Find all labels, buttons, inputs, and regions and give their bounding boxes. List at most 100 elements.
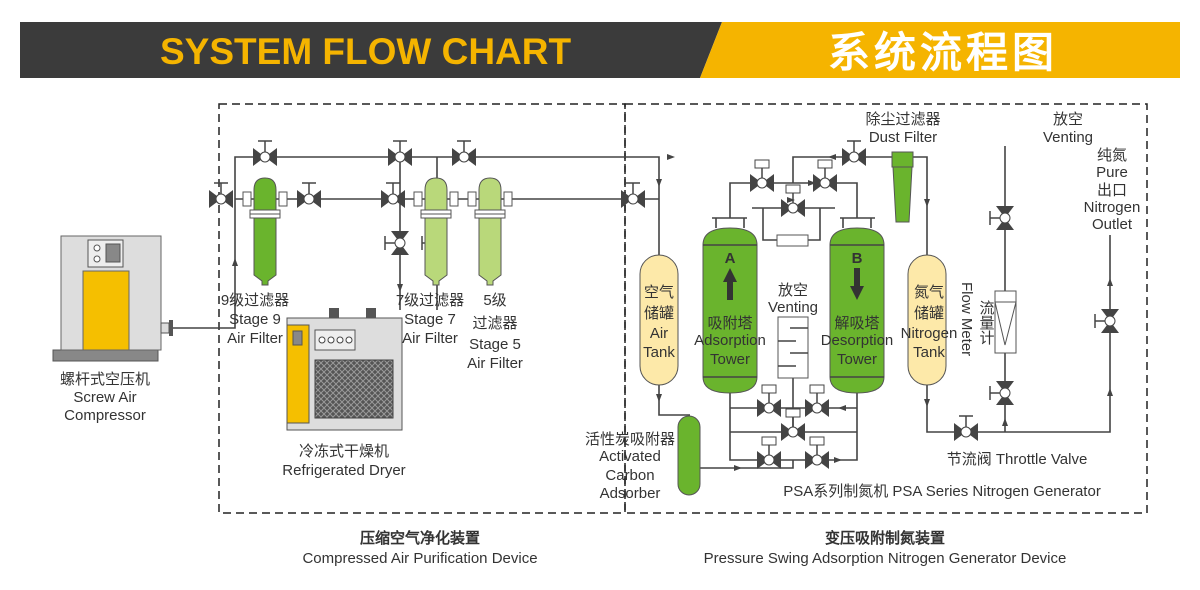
label-outlet-cn1: 纯氮 xyxy=(1097,147,1127,164)
pneumatic-valve-icon[interactable] xyxy=(781,408,805,441)
label-tower-a-cn: 吸附塔 xyxy=(707,315,752,332)
manual-valve-icon[interactable] xyxy=(452,140,476,166)
title-cn: 系统流程图 xyxy=(828,29,1058,76)
title-en: SYSTEM FLOW CHART xyxy=(160,31,571,72)
label-venting-mid-en: Venting xyxy=(768,299,818,316)
label-flow-meter-cn: 流量计 xyxy=(978,300,995,345)
nitrogen-tank xyxy=(907,254,947,386)
label-air-tank-cn1: 空气 xyxy=(644,284,674,301)
pneumatic-valve-icon[interactable] xyxy=(750,159,774,192)
label-tower-b-en2: Tower xyxy=(837,351,877,368)
label-compressor-en2: Compressor xyxy=(64,407,146,424)
manual-valve-icon[interactable] xyxy=(209,182,233,208)
manual-valve-icon[interactable] xyxy=(989,206,1014,230)
label-sections-left-cn: 压缩空气净化装置 xyxy=(360,529,480,547)
flow-arrow-icon xyxy=(787,197,795,203)
label-outlet-en3: Outlet xyxy=(1092,216,1133,233)
manual-valve-icon[interactable] xyxy=(954,415,978,441)
flow-arrow-icon xyxy=(828,154,836,160)
label-air-tank-en2: Tank xyxy=(643,344,675,361)
flow-arrow-icon xyxy=(667,154,675,160)
label-flow-meter-en: Flow Meter xyxy=(958,282,975,356)
header-dark-band xyxy=(20,22,722,78)
label-adsorber-en2: Carbon xyxy=(605,467,654,484)
label-tower-b-cn: 解吸塔 xyxy=(834,315,879,332)
label-filter9-en1: Stage 9 xyxy=(229,311,281,328)
refrigerated-dryer xyxy=(286,308,403,431)
air-filter-stage5 xyxy=(467,177,513,286)
pneumatic-valve-icon[interactable] xyxy=(757,384,781,417)
flow-meter xyxy=(994,290,1017,354)
manual-valve-icon[interactable] xyxy=(388,140,412,166)
flow-arrow-icon xyxy=(838,405,846,411)
label-compressor-en1: Screw Air xyxy=(73,389,136,406)
label-adsorber-cn: 活性炭吸附器 xyxy=(585,431,675,448)
label-throttle-label: 节流阀 Throttle Valve xyxy=(947,451,1088,468)
pneumatic-valve-icon[interactable] xyxy=(813,159,837,192)
label-tower-b-letter: B xyxy=(852,250,863,267)
header-accent-band xyxy=(700,22,1180,78)
manual-valve-icon[interactable] xyxy=(621,182,645,208)
label-air-tank-en1: Air xyxy=(650,325,668,342)
label-adsorber-en1: Activated xyxy=(599,448,661,465)
manual-valve-icon[interactable] xyxy=(1094,309,1119,333)
label-filter9-en2: Air Filter xyxy=(227,330,283,347)
label-tower-a-en1: Adsorption xyxy=(694,332,766,349)
flow-arrow-icon xyxy=(734,465,742,471)
label-outlet-en1: Pure xyxy=(1096,164,1128,181)
label-tower-a-en2: Tower xyxy=(710,351,750,368)
manual-valve-icon[interactable] xyxy=(384,231,409,255)
restrictor xyxy=(776,234,809,247)
flow-arrow-icon xyxy=(808,180,816,186)
label-sections-left-en: Compressed Air Purification Device xyxy=(302,550,537,567)
label-dryer-cn: 冷冻式干燥机 xyxy=(299,442,389,460)
label-tower-a-letter: A xyxy=(725,250,736,267)
label-outlet-en2: Nitrogen xyxy=(1084,199,1141,216)
flow-arrow-icon xyxy=(656,179,662,187)
label-dust-filter-cn: 除尘过滤器 xyxy=(865,111,940,128)
pneumatic-valve-icon[interactable] xyxy=(805,384,829,417)
manual-valve-icon[interactable] xyxy=(297,182,321,208)
label-filter7-en1: Stage 7 xyxy=(404,311,456,328)
label-dryer-en: Refrigerated Dryer xyxy=(282,462,405,479)
manual-valve-icon[interactable] xyxy=(253,140,277,166)
label-filter5-cn1: 5级 xyxy=(483,292,506,309)
flow-arrow-icon xyxy=(1107,388,1113,396)
label-sections-right-en: Pressure Swing Adsorption Nitrogen Gener… xyxy=(704,550,1067,567)
manual-valve-icon[interactable] xyxy=(381,182,405,208)
label-compressor-cn: 螺杆式空压机 xyxy=(60,371,150,388)
flow-arrow-icon xyxy=(1107,278,1113,286)
up-arrow-icon xyxy=(723,268,737,300)
pneumatic-valve-icon[interactable] xyxy=(805,436,829,469)
desorption-tower-b xyxy=(829,217,885,394)
adsorption-tower-a xyxy=(702,217,758,394)
flow-arrow-icon xyxy=(1002,418,1008,426)
down-arrow-icon xyxy=(850,268,864,300)
label-filter5-cn2: 过滤器 xyxy=(472,315,517,332)
manual-valve-icon[interactable] xyxy=(842,140,866,166)
air-filter-stage9 xyxy=(242,177,288,286)
label-filter9-cn: 9级过滤器 xyxy=(221,292,289,309)
label-sections-right-cn: 变压吸附制氮装置 xyxy=(825,529,945,547)
label-venting-top-en: Venting xyxy=(1043,129,1093,146)
activated-carbon-adsorber xyxy=(677,415,701,496)
label-filter5-en2: Air Filter xyxy=(467,355,523,372)
label-filter5-en1: Stage 5 xyxy=(469,336,521,353)
valves xyxy=(209,140,1119,469)
label-psa-label: PSA系列制氮机 PSA Series Nitrogen Generator xyxy=(783,483,1101,500)
label-filter7-cn: 7级过滤器 xyxy=(396,292,464,309)
pneumatic-valve-icon[interactable] xyxy=(757,436,781,469)
air-filters xyxy=(242,177,513,286)
flow-arrow-icon xyxy=(397,284,403,292)
label-adsorber-en3: Adsorber xyxy=(600,485,661,502)
flow-arrow-icon xyxy=(656,394,662,402)
pneumatic-valve-icon[interactable] xyxy=(781,184,805,217)
manual-valve-icon[interactable] xyxy=(989,381,1014,405)
label-nitrogen-tank-en2: Tank xyxy=(913,344,945,361)
flow-arrow-icon xyxy=(232,258,238,266)
label-nitrogen-tank-en1: Nitrogen xyxy=(901,325,958,342)
label-filter7-en2: Air Filter xyxy=(402,330,458,347)
label-air-tank-cn2: 储罐 xyxy=(644,305,674,322)
air-purification-section-box xyxy=(218,103,626,514)
